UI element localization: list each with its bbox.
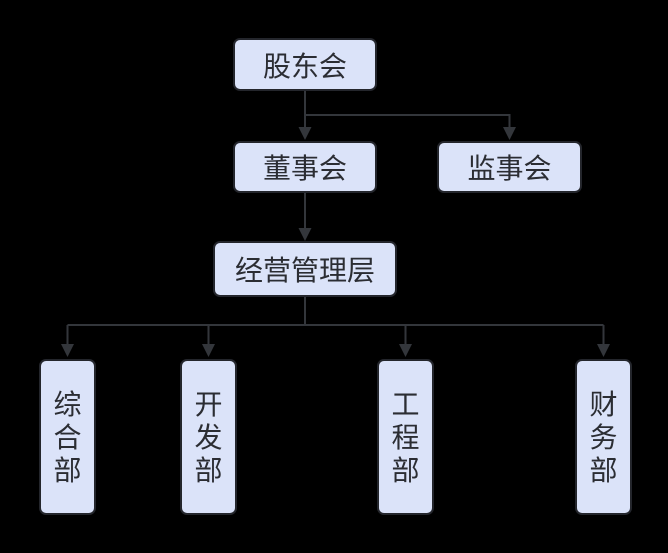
node-development-dept[interactable]: 开发部 bbox=[180, 359, 237, 515]
arrowhead-supervisory bbox=[503, 127, 516, 140]
node-finance-dept-label: 财务部 bbox=[589, 388, 618, 486]
node-general-dept[interactable]: 综合部 bbox=[39, 359, 96, 515]
arrowhead-engineering-dept bbox=[399, 344, 412, 357]
node-supervisory-label: 监事会 bbox=[467, 153, 552, 184]
node-general-dept-label: 综合部 bbox=[53, 388, 82, 486]
node-development-dept-label: 开发部 bbox=[194, 388, 223, 486]
arrowhead-development-dept bbox=[202, 344, 215, 357]
node-finance-dept[interactable]: 财务部 bbox=[575, 359, 632, 515]
node-supervisory[interactable]: 监事会 bbox=[437, 141, 582, 193]
node-board-label: 董事会 bbox=[262, 153, 347, 184]
node-engineering-dept[interactable]: 工程部 bbox=[377, 359, 434, 515]
arrowhead-general-dept bbox=[61, 344, 74, 357]
edge-shareholders-supervisory bbox=[305, 114, 511, 127]
arrowhead-finance-dept bbox=[597, 344, 610, 357]
node-engineering-dept-label: 工程部 bbox=[391, 388, 420, 486]
node-shareholders[interactable]: 股东会 bbox=[233, 38, 377, 91]
arrowhead-management bbox=[298, 228, 312, 241]
arrowhead-board bbox=[298, 127, 312, 140]
node-board[interactable]: 董事会 bbox=[233, 141, 377, 193]
node-management[interactable]: 经营管理层 bbox=[213, 241, 397, 297]
node-shareholders-label: 股东会 bbox=[262, 50, 347, 82]
node-management-label: 经营管理层 bbox=[234, 255, 375, 286]
